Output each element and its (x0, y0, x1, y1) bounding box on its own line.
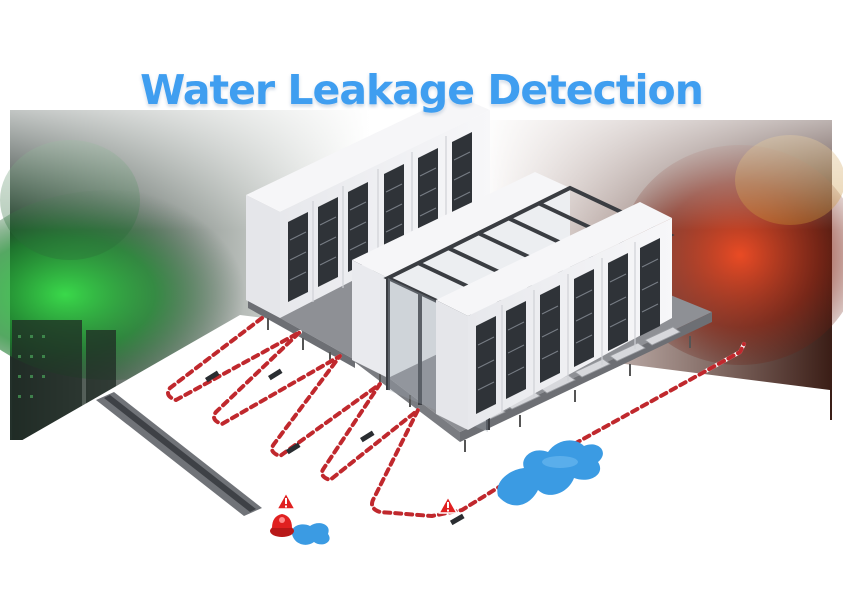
water-puddle-large (497, 440, 603, 506)
leak-detection-cable (166, 316, 746, 526)
rack-row-front (436, 202, 672, 430)
drain-channel (96, 392, 262, 516)
floor (12, 315, 830, 585)
water-puddle-small (291, 523, 330, 545)
rack-row-back (246, 95, 490, 318)
warning-triangle-icon (438, 496, 458, 514)
page-title: Water Leakage Detection (140, 66, 704, 114)
leak-alarm-beacon-icon (270, 514, 294, 537)
warning-triangle-icon (276, 492, 296, 510)
